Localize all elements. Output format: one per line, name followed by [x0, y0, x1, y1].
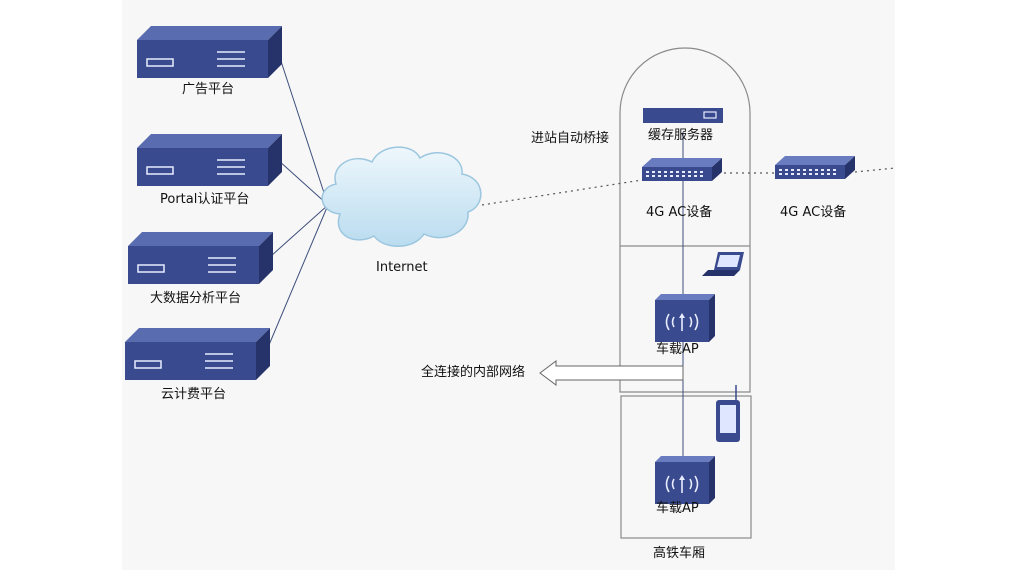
- bridge-label: 进站自动桥接: [531, 131, 610, 146]
- bigdata-label: 大数据分析平台: [150, 291, 242, 306]
- internal-network-arrow-icon: [539, 360, 684, 386]
- internal-network-label: 全连接的内部网络: [421, 365, 526, 380]
- cache-server-icon: [643, 108, 723, 123]
- internet-label: Internet: [376, 260, 428, 275]
- train-car-label: 高铁车厢: [653, 546, 706, 561]
- vehicle-ap-upper-label: 车载AP: [656, 342, 699, 357]
- train-car-outline: [619, 47, 752, 539]
- portal-auth-server: [136, 133, 283, 187]
- vehicle-ap-lower-icon: [654, 455, 716, 505]
- cloud-billing-server: [124, 327, 271, 381]
- ad-platform-server: [136, 25, 283, 79]
- cache-server-label: 缓存服务器: [648, 128, 714, 143]
- ac-device-outside-icon: [775, 156, 855, 179]
- diagram-background: [122, 0, 895, 570]
- dotted-links: [481, 167, 896, 206]
- ac-device-outside-label: 4G AC设备: [780, 205, 847, 220]
- laptop-icon: [702, 252, 744, 276]
- bigdata-server: [127, 231, 274, 285]
- ac-device-train-icon: [642, 158, 722, 181]
- server-links: [265, 51, 329, 353]
- vehicle-ap-upper-icon: [654, 293, 716, 343]
- cloud-billing-label: 云计费平台: [161, 387, 227, 402]
- portal-auth-label: Portal认证平台: [160, 192, 250, 207]
- internet-cloud-icon: [321, 146, 482, 247]
- vehicle-ap-lower-label: 车载AP: [656, 501, 699, 516]
- ad-platform-label: 广告平台: [182, 82, 235, 97]
- phone-icon: [716, 385, 740, 442]
- ac-device-train-label: 4G AC设备: [646, 205, 713, 220]
